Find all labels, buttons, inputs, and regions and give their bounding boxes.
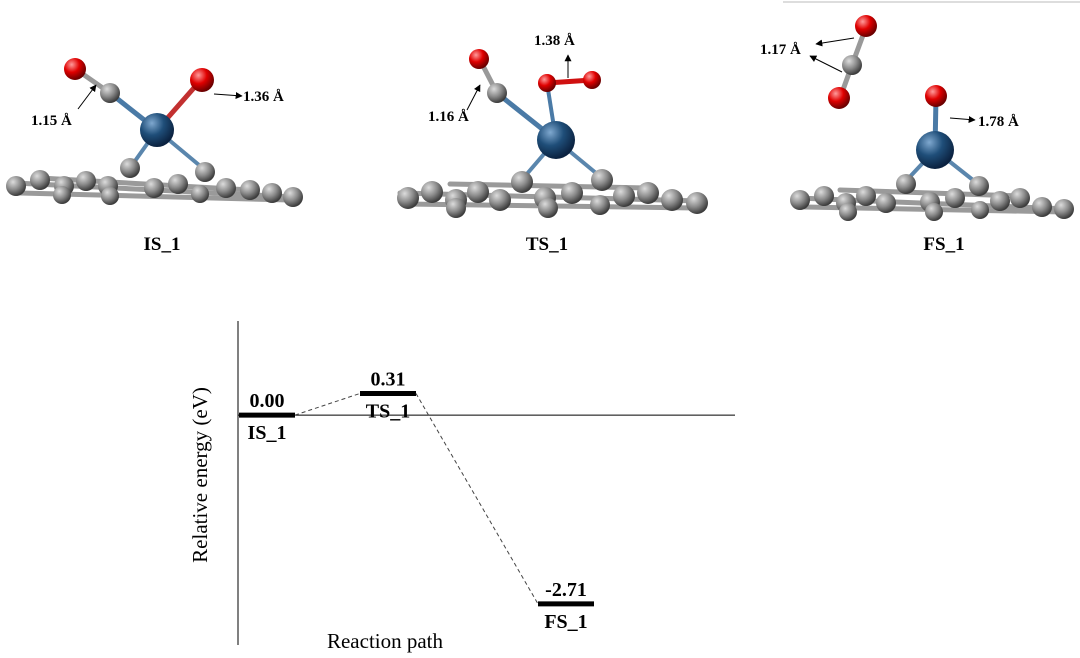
oxygen-atom: [855, 15, 877, 37]
oxygen-atom: [64, 58, 86, 80]
structure-ts1: 1.38 Å 1.16 Å TS_1: [397, 33, 708, 255]
bond-arrow: [949, 116, 976, 123]
oxygen-atom: [828, 87, 850, 109]
bond-arrow: [815, 37, 855, 47]
bond-arrow: [213, 92, 243, 100]
structure-label: IS_1: [144, 234, 181, 255]
bond-length-label: 1.16 Å: [428, 109, 469, 125]
x-axis-label: Reaction path: [327, 629, 444, 653]
state-label: IS_1: [248, 422, 287, 444]
structure-label: TS_1: [526, 234, 568, 255]
bond-length-label: 1.17 Å: [760, 42, 801, 58]
oxygen-atom: [925, 85, 947, 107]
metal-atom: [537, 121, 575, 159]
bond-length-label: 1.38 Å: [534, 33, 575, 49]
bond-arrow: [809, 55, 843, 73]
bond-length-label: 1.15 Å: [31, 113, 72, 129]
structure-is1: 1.15 Å 1.36 Å IS_1: [6, 58, 303, 255]
state-label: TS_1: [366, 400, 410, 422]
oxygen-atom: [538, 74, 556, 92]
bond-arrow: [466, 84, 481, 111]
carbon-atoms: [790, 55, 1074, 221]
state-label: FS_1: [544, 611, 587, 633]
structure-label: FS_1: [923, 234, 964, 255]
metal-atom: [916, 131, 954, 169]
pathway-connector: [294, 392, 361, 416]
energy-value-label: 0.31: [371, 368, 406, 390]
metal-atom: [140, 113, 174, 147]
oxygen-atom: [583, 71, 601, 89]
energy-profile-chart: Relative energy (eV) Reaction path 0.00I…: [188, 321, 735, 653]
bond-arrow: [77, 84, 97, 110]
bond-length-label: 1.78 Å: [978, 114, 1019, 130]
oxygen-atom: [190, 68, 214, 92]
bonds: [837, 24, 980, 186]
carbon-atoms: [397, 83, 708, 218]
pathway-connector: [415, 393, 539, 605]
bonds: [74, 67, 207, 172]
carbon-atoms: [6, 83, 303, 207]
bond-length-label: 1.36 Å: [243, 89, 284, 105]
energy-value-label: -2.71: [545, 579, 587, 601]
oxygen-atom: [469, 49, 489, 69]
y-axis-label: Relative energy (eV): [188, 387, 212, 563]
structure-fs1: 1.17 Å 1.78 Å FS_1: [760, 15, 1074, 255]
energy-value-label: 0.00: [250, 390, 285, 412]
